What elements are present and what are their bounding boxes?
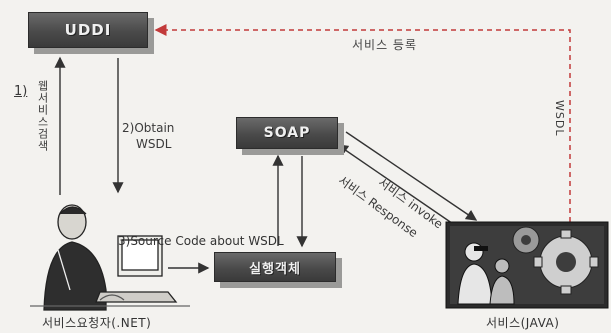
invoke-arrow xyxy=(345,131,478,221)
source-code-label: 3)Source Code about WSDL xyxy=(118,234,284,248)
service-register-arrow xyxy=(154,24,571,222)
service-caption: 서비스(JAVA) xyxy=(486,316,560,330)
soap-node: SOAP xyxy=(236,117,338,149)
obtain-wsdl-line1: 2)Obtain xyxy=(122,121,175,135)
requester-caption: 서비스요청자(.NET) xyxy=(42,316,152,330)
web-service-search-label: 웹서비스검색 xyxy=(36,80,49,152)
web-service-search-number: 1) xyxy=(14,84,28,99)
service-register-label: 서비스 등록 xyxy=(352,38,418,52)
gears-and-people-icon xyxy=(445,221,609,309)
response-arrow xyxy=(336,144,463,231)
obtain-wsdl-label: 2)Obtain WSDL xyxy=(122,120,174,152)
person-at-computer-icon xyxy=(30,204,190,311)
obtain-wsdl-line2: WSDL xyxy=(136,137,172,151)
uddi-node: UDDI xyxy=(28,12,148,48)
wsdl-label: WSDL xyxy=(553,100,566,137)
execution-object-node: 실행객체 xyxy=(214,252,336,282)
